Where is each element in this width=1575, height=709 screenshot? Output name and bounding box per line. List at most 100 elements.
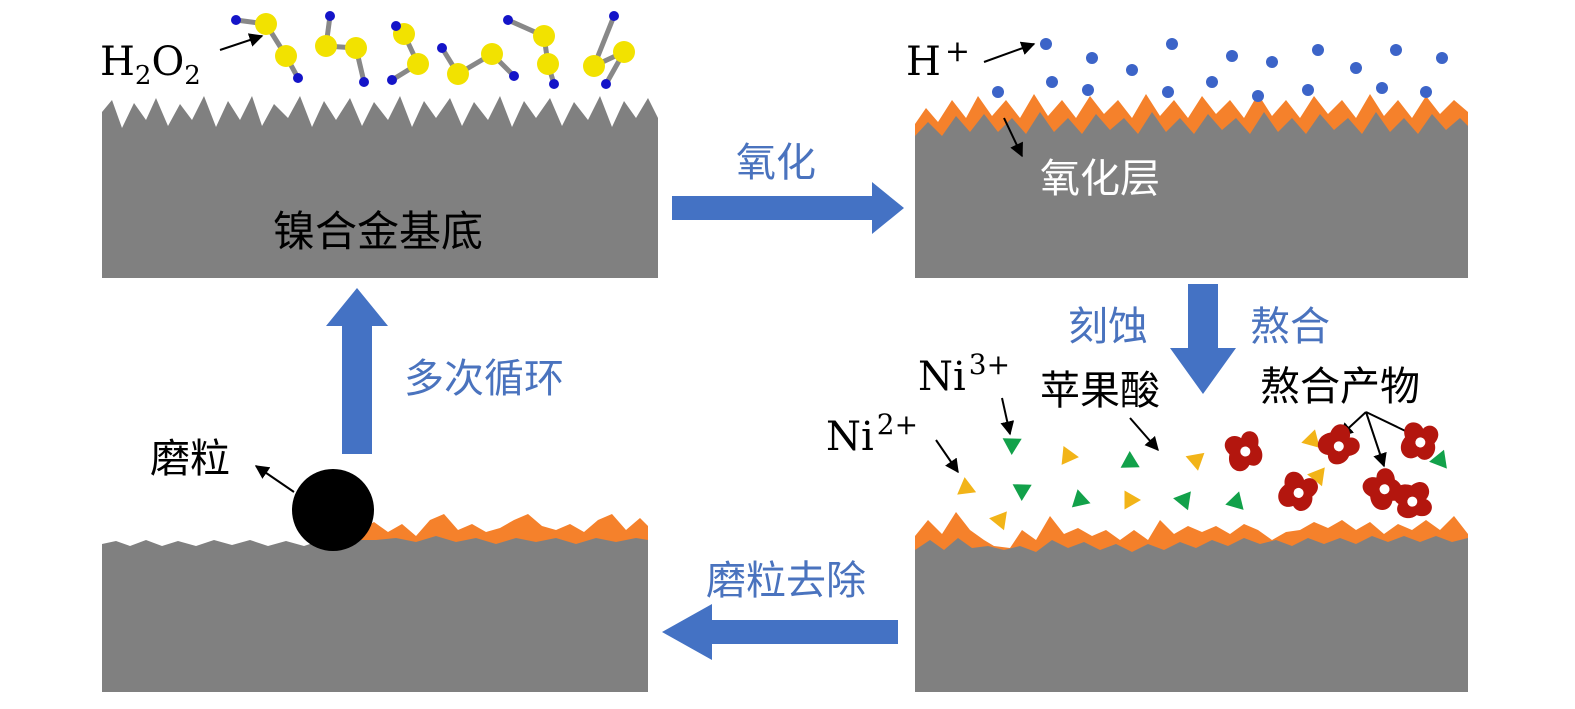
oxidation-step-label: 氧化 bbox=[736, 140, 816, 186]
proton-dot bbox=[1420, 86, 1432, 98]
chelate-products bbox=[1224, 422, 1439, 519]
abrasive-particle bbox=[292, 469, 374, 551]
oxide-pointer-arrow bbox=[1003, 117, 1023, 158]
ni3-ion bbox=[1173, 491, 1191, 511]
panel-particle-removal: 磨粒 bbox=[102, 436, 648, 692]
malic-acid-label: 苹果酸 bbox=[1040, 368, 1160, 414]
chelate-core bbox=[1293, 487, 1304, 498]
ni2-ion bbox=[1185, 452, 1205, 471]
svg-text:Ni3+: Ni3+ bbox=[918, 348, 1010, 400]
chelate-product-label: 熬合产物 bbox=[1260, 364, 1420, 410]
oxygen-atom bbox=[275, 45, 297, 67]
hydrogen-atom bbox=[325, 11, 335, 21]
malic-acid-pointer-arrow bbox=[1129, 417, 1159, 452]
h2o2-label: H2O2 bbox=[100, 39, 201, 91]
oxygen-atom bbox=[315, 35, 337, 57]
h2o2-molecule bbox=[387, 21, 429, 85]
proton-dot bbox=[1166, 38, 1178, 50]
proton-dot bbox=[1206, 76, 1218, 88]
oxygen-atom bbox=[255, 13, 277, 35]
h2o2-molecule bbox=[583, 11, 635, 89]
ni3-ion bbox=[1012, 484, 1032, 501]
ni2-ion bbox=[1307, 467, 1325, 487]
oxygen-atom bbox=[613, 41, 635, 63]
ni3-ion bbox=[1002, 438, 1022, 455]
hydrogen-atom bbox=[609, 11, 619, 21]
hydrogen-atom bbox=[231, 15, 241, 25]
proton-dot bbox=[1266, 56, 1278, 68]
cycle-step-label: 多次循环 bbox=[404, 356, 564, 402]
ni2-ion bbox=[989, 511, 1007, 531]
oxide-layer-label: 氧化层 bbox=[1040, 156, 1160, 202]
ni3-pointer-arrow bbox=[1000, 397, 1015, 436]
etching-step-label: 刻蚀 bbox=[1068, 304, 1148, 350]
proton-dot bbox=[1162, 86, 1174, 98]
ni2-ion bbox=[1061, 446, 1079, 465]
hydrogen-atom bbox=[359, 77, 369, 87]
hydrogen-atom bbox=[503, 15, 513, 25]
etching-chelation-arrow bbox=[1170, 284, 1236, 394]
step-labels: 氧化 刻蚀 熬合 磨粒去除 多次循环 bbox=[404, 140, 1330, 604]
ni3-ion bbox=[1429, 449, 1447, 469]
panel-oxidized: 氧化层 H+ bbox=[906, 34, 1468, 278]
ni2-ion bbox=[1124, 490, 1141, 510]
substrate-label: 镍合金基底 bbox=[273, 207, 483, 256]
proton-pointer-arrow bbox=[983, 41, 1036, 63]
chelate-core bbox=[1407, 496, 1418, 507]
cycle-arrow bbox=[326, 288, 388, 454]
h2o2-pointer-arrow bbox=[219, 33, 264, 51]
oxidized-substrate bbox=[915, 112, 1468, 278]
oxygen-atom bbox=[537, 53, 559, 75]
proton-dot bbox=[1040, 38, 1052, 50]
svg-text:H2O2: H2O2 bbox=[100, 39, 201, 91]
hydrogen-atom bbox=[601, 79, 611, 89]
proton-dot bbox=[1252, 90, 1264, 102]
h2o2-molecule bbox=[315, 11, 369, 87]
proton-dot bbox=[1436, 52, 1448, 64]
ni3-ion bbox=[1071, 489, 1091, 508]
hydrogen-atom bbox=[391, 21, 401, 31]
chelate-product bbox=[1317, 424, 1360, 465]
oxygen-atom bbox=[407, 53, 429, 75]
oxygen-atom bbox=[533, 25, 555, 47]
hydrogen-atom bbox=[293, 73, 303, 83]
ni2-ion bbox=[1301, 429, 1320, 448]
h2o2-molecule bbox=[437, 43, 519, 85]
particle-pointer-arrow bbox=[254, 465, 295, 493]
particle-removal-arrow bbox=[662, 604, 898, 660]
ni3-ion bbox=[1120, 451, 1140, 468]
chelate-product bbox=[1362, 468, 1403, 510]
hydrogen-atom bbox=[437, 43, 447, 53]
proton-dot bbox=[1226, 50, 1238, 62]
proton-dot bbox=[1082, 84, 1094, 96]
chelate-product bbox=[1278, 471, 1318, 511]
process-arrows bbox=[326, 182, 1236, 660]
proton-dot bbox=[1126, 64, 1138, 76]
chelate-pointer-arrow-2 bbox=[1365, 411, 1387, 468]
abrasive-particle-label: 磨粒 bbox=[150, 436, 230, 482]
h2o2-molecules bbox=[231, 11, 635, 89]
chelate-core bbox=[1415, 437, 1426, 448]
particle-removal-step-label: 磨粒去除 bbox=[706, 558, 866, 604]
oxygen-atom bbox=[481, 43, 503, 65]
proton-dots bbox=[992, 38, 1448, 102]
chelate-core bbox=[1379, 484, 1390, 495]
nickel-alloy-substrate bbox=[102, 96, 658, 278]
etched-substrate bbox=[915, 536, 1468, 692]
proton-label: H+ bbox=[906, 34, 970, 85]
svg-text:Ni2+: Ni2+ bbox=[826, 408, 918, 460]
proton-dot bbox=[1376, 82, 1388, 94]
oxygen-atom bbox=[583, 55, 605, 77]
proton-dot bbox=[1302, 84, 1314, 96]
chelate-product bbox=[1400, 422, 1439, 460]
chelate-core bbox=[1333, 441, 1344, 452]
oxygen-atom bbox=[447, 63, 469, 85]
chelate-product bbox=[1224, 431, 1263, 472]
proton-dot bbox=[1390, 44, 1402, 56]
proton-dot bbox=[1086, 52, 1098, 64]
hydrogen-atom bbox=[387, 75, 397, 85]
